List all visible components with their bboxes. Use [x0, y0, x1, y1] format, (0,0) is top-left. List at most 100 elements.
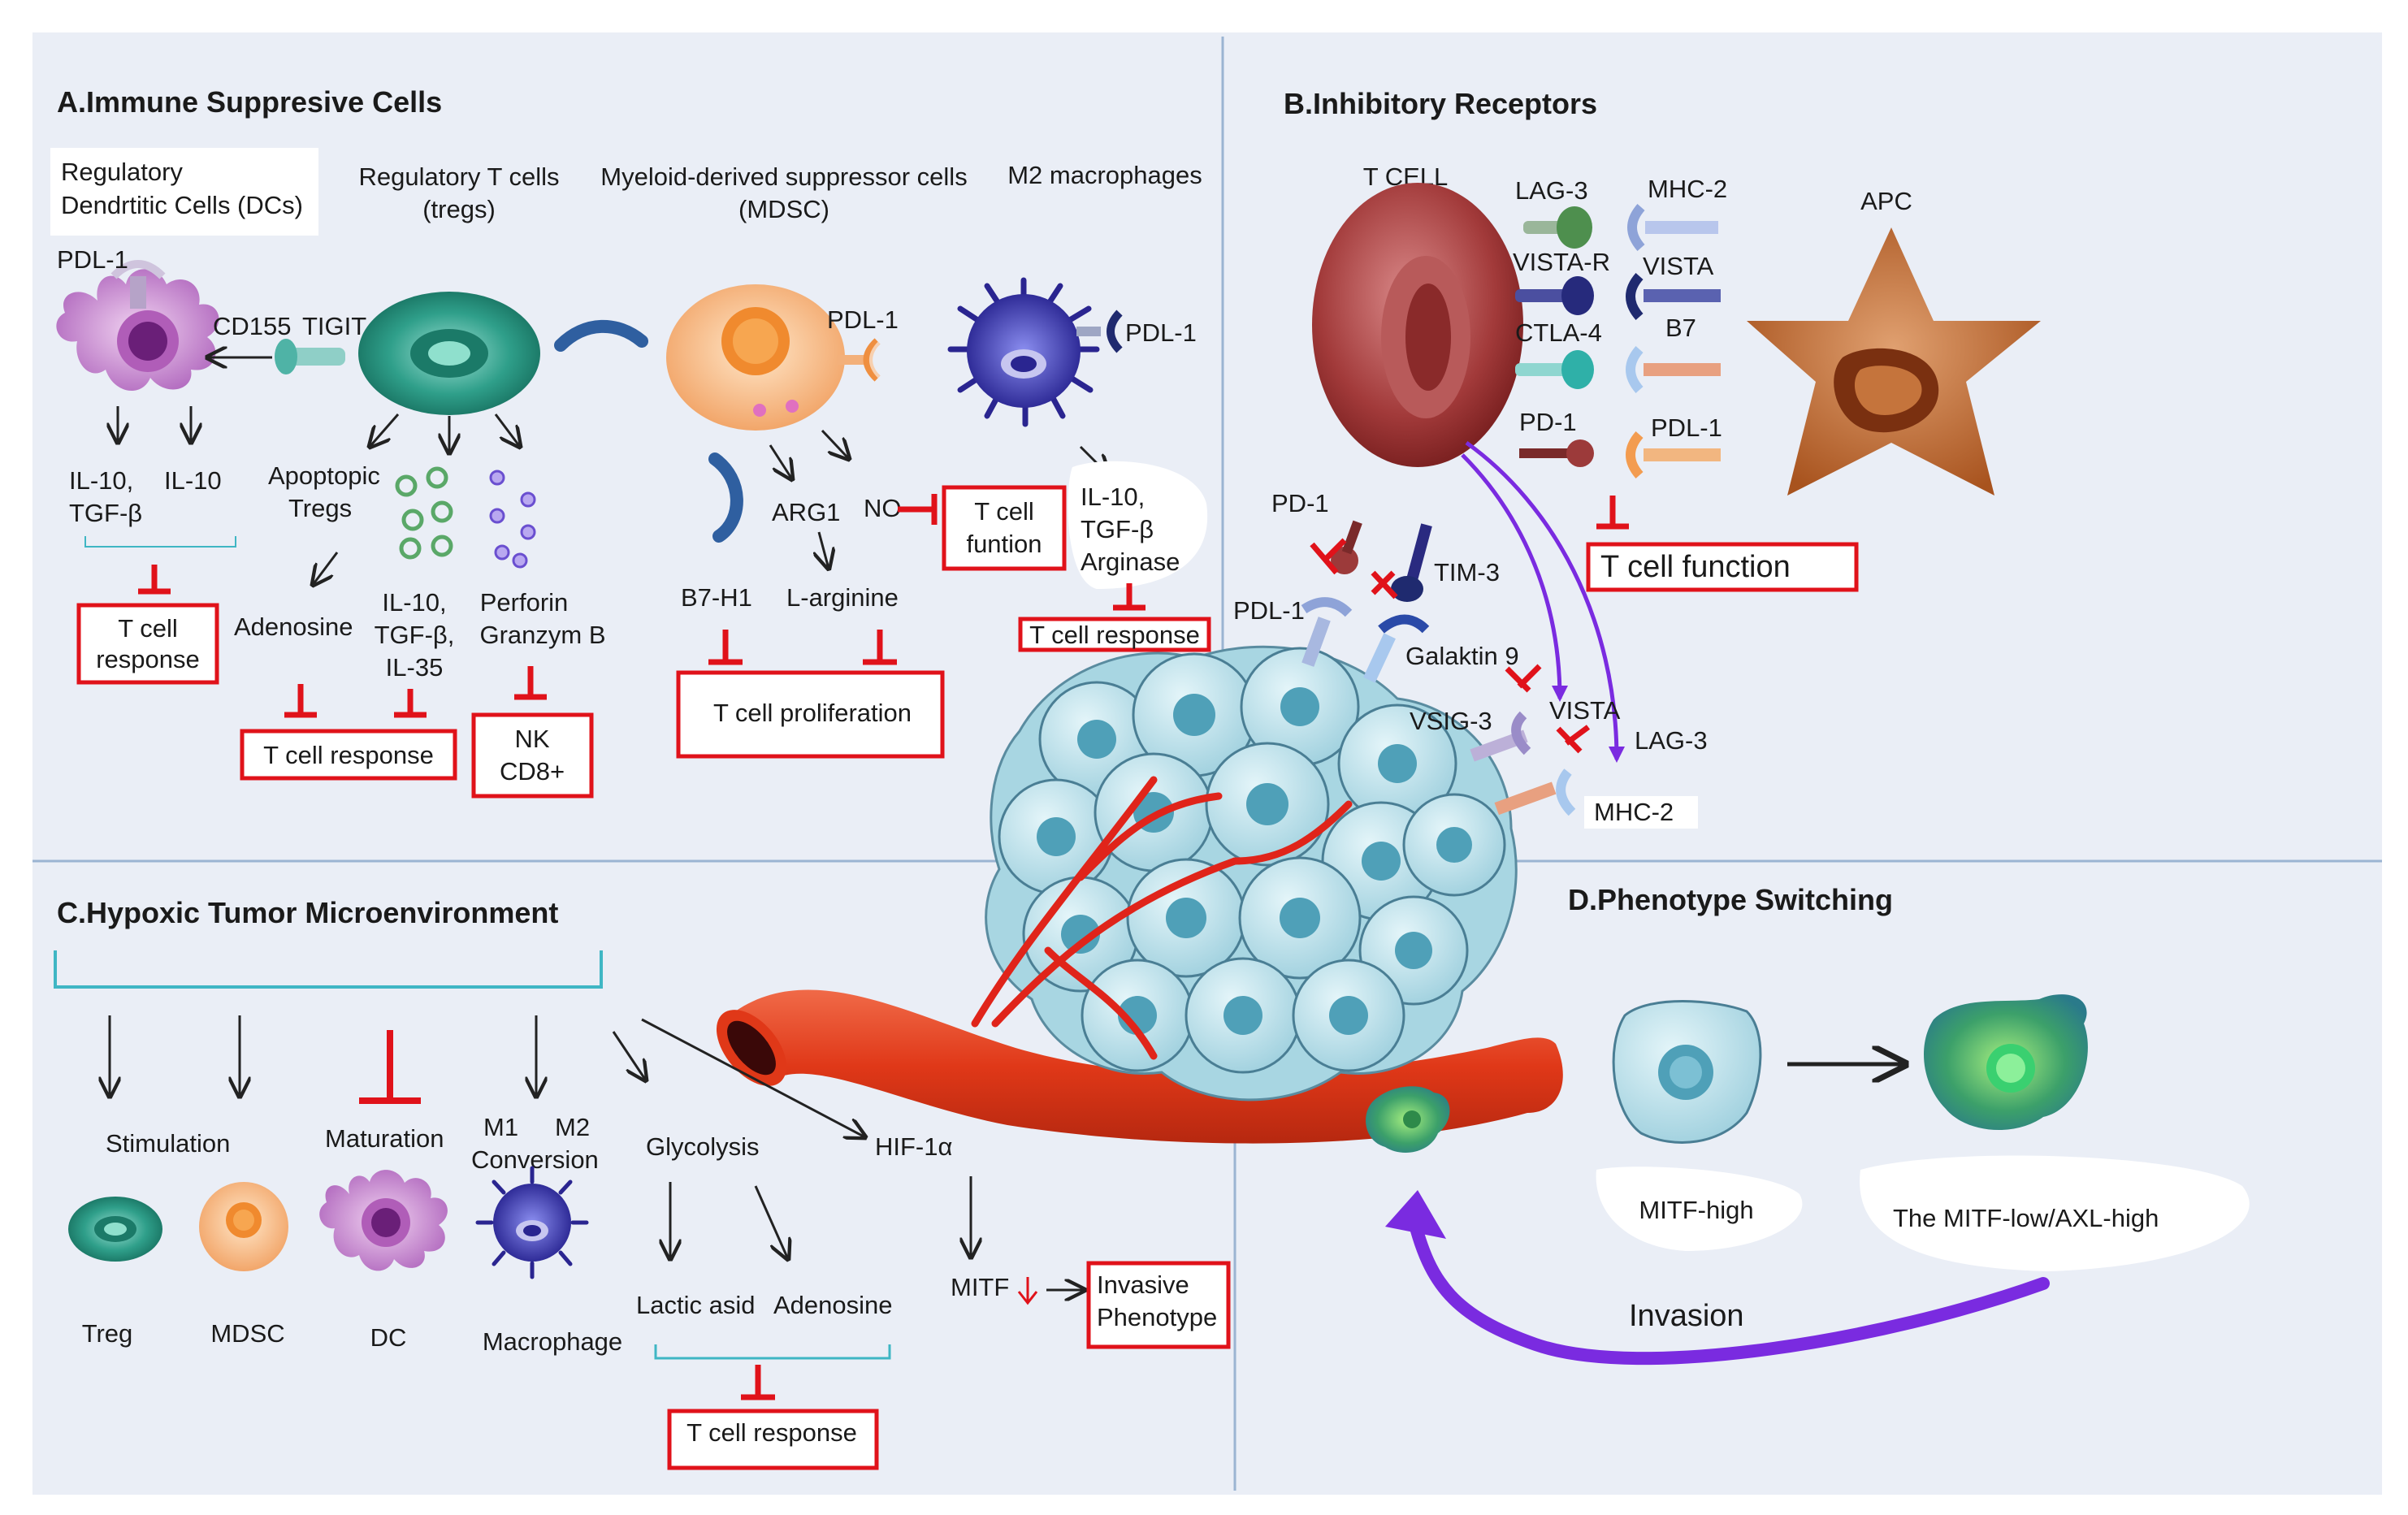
arg1-to-larginine-arrow	[819, 531, 829, 569]
tcell-function-inhibition-tbar	[1596, 496, 1629, 530]
pdl1-low-label: PDL-1	[1233, 596, 1305, 625]
hif-label: HIF-1α	[875, 1132, 953, 1161]
galaktin9-receptor-icon	[1363, 614, 1430, 683]
perforin-line2: Granzym B	[479, 621, 605, 649]
perforin-line1: Perforin	[480, 588, 569, 617]
mitf-label: MITF	[951, 1273, 1009, 1301]
pd1-receptor-icon	[1519, 439, 1594, 467]
tim3-label: TIM-3	[1434, 558, 1500, 587]
tigit-receptor-icon	[275, 339, 345, 374]
vista-receptor-icon	[1626, 273, 1721, 320]
b7h1-inhibition-tbar	[708, 630, 743, 665]
treg-tcell-response-text: T cell response	[263, 741, 434, 769]
mhc2-low-label-bg	[1584, 796, 1698, 829]
tcell-function-box	[1586, 542, 1859, 592]
pdl1-label-m2: PDL-1	[1125, 318, 1197, 347]
glycolysis-arrow	[612, 1031, 646, 1080]
m1-label: M1	[483, 1113, 518, 1141]
panel-c-title: C.Hypoxic Tumor Microenvironment	[57, 896, 558, 929]
perforin-inhibition-tbar	[514, 666, 547, 700]
granule-cluster-purple-icon	[489, 470, 536, 569]
invasive-line2: Phenotype	[1097, 1303, 1217, 1331]
vista-label: VISTA	[1643, 252, 1714, 280]
tcell-function-text: T cell function	[1600, 550, 1791, 584]
adenosine-c-label: Adenosine	[773, 1291, 893, 1319]
pd1-low-receptor-icon	[1331, 520, 1362, 574]
dc-title-line2: Dendrtitic Cells (DCs)	[61, 191, 303, 219]
granule-cluster-green-icon	[395, 466, 453, 560]
larginine-inhibition-tbar	[863, 630, 897, 665]
mitf-high-label: MITF-high	[1639, 1196, 1753, 1224]
ctla4-label: CTLA-4	[1515, 318, 1602, 347]
apoptopic-line2: Tregs	[288, 494, 352, 522]
nk-cd8-box	[471, 712, 594, 799]
pd1-inhibition-tbar	[1310, 538, 1347, 575]
m2-cytokine-line1: IL-10,	[1081, 483, 1145, 511]
treg-arrow-1	[370, 413, 400, 447]
dc-cytokine-bracket	[84, 536, 236, 548]
mhc2-receptor-icon	[1627, 204, 1718, 251]
m2-title: M2 macrophages	[1007, 161, 1202, 189]
treg-arrow-3	[494, 413, 520, 447]
tcell-icon	[1312, 183, 1523, 467]
mitf-high-cell-icon	[1612, 1000, 1762, 1144]
b7h1-receptor-arc	[708, 452, 743, 543]
dc-title-bg	[50, 148, 318, 236]
b7h1-label: B7-H1	[681, 583, 752, 612]
m2-macrophage-cell-icon	[947, 277, 1100, 427]
mdsc-cell-icon	[666, 284, 845, 431]
dc-cytokine-1-line2: TGF-β	[69, 499, 142, 527]
il-triple-bg	[374, 581, 463, 688]
vsig3-receptor-icon	[1470, 711, 1531, 762]
no-inhibition-tbar	[898, 494, 938, 525]
treg-caption: Treg	[82, 1319, 133, 1348]
mdsc-title-line2: (MDSC)	[738, 195, 829, 223]
panel-d-title: D.Phenotype Switching	[1568, 883, 1893, 916]
m2-tcell-response-text: T cell response	[1029, 621, 1200, 649]
tumor-blood-capillaries	[971, 776, 1353, 1060]
mdsc-small-icon	[199, 1182, 288, 1271]
invasion-arrowhead	[1385, 1190, 1446, 1239]
tresp-c-inhibition-tbar	[741, 1365, 775, 1400]
glycolysis-label: Glycolysis	[646, 1132, 760, 1161]
mitf-low-label: The MITF-low/AXL-high	[1893, 1204, 2159, 1232]
tcell-to-lag3-arrow	[1465, 440, 1625, 763]
il-triple-line1: IL-10,	[382, 588, 446, 617]
invasion-label: Invasion	[1629, 1299, 1744, 1333]
il-inhibition-tbar	[394, 689, 427, 718]
pd1-low-label: PD-1	[1271, 489, 1329, 517]
m2-tcell-response-box	[1018, 617, 1211, 652]
treg-cell-icon	[358, 292, 540, 415]
dc-small-icon	[319, 1170, 448, 1271]
lag3-low-label: LAG-3	[1635, 726, 1708, 755]
hif-arrow	[641, 1018, 865, 1137]
treg-title-line1: Regulatory T cells	[359, 162, 560, 191]
galaktin-inhibition-tbar	[1505, 664, 1542, 693]
vista-low-label: VISTA	[1549, 696, 1621, 725]
tcell-funtion-box	[942, 485, 1067, 571]
tim3-receptor-icon	[1391, 523, 1432, 602]
dc-tcell-response-line1: T cell	[118, 614, 178, 643]
invasion-arrow	[1407, 1212, 2050, 1366]
m2-cytokine-line2: TGF-β	[1081, 515, 1154, 543]
pd1-label: PD-1	[1519, 408, 1577, 436]
galaktin-label-bg	[1399, 642, 1521, 673]
mhc2-low-receptor-icon	[1494, 768, 1576, 816]
regulatory-dc-cell-icon	[56, 269, 219, 392]
tresp-c-box	[667, 1409, 879, 1470]
apoptopic-line1: Apoptopic	[268, 461, 380, 490]
il-triple-line2: TGF-β,	[375, 621, 455, 649]
vsig3-label: VSIG-3	[1410, 707, 1492, 735]
pdl1-label: PDL-1	[1651, 413, 1722, 442]
dc-cytokine-2: IL-10	[164, 466, 222, 495]
mdsc-title-line1: Myeloid-derived suppressor cells	[600, 162, 967, 191]
invasive-phenotype-box	[1086, 1261, 1231, 1349]
no-label: NO	[864, 494, 902, 522]
lactic-adenosine-bracket	[654, 1344, 891, 1360]
invasive-line1: Invasive	[1097, 1270, 1189, 1299]
tumor-mass-icon	[985, 645, 1518, 1102]
dc-caption: DC	[370, 1323, 407, 1352]
maturation-inhibition-tbar	[359, 1030, 421, 1104]
pdl1-receptor-icon-mdsc	[837, 338, 881, 382]
